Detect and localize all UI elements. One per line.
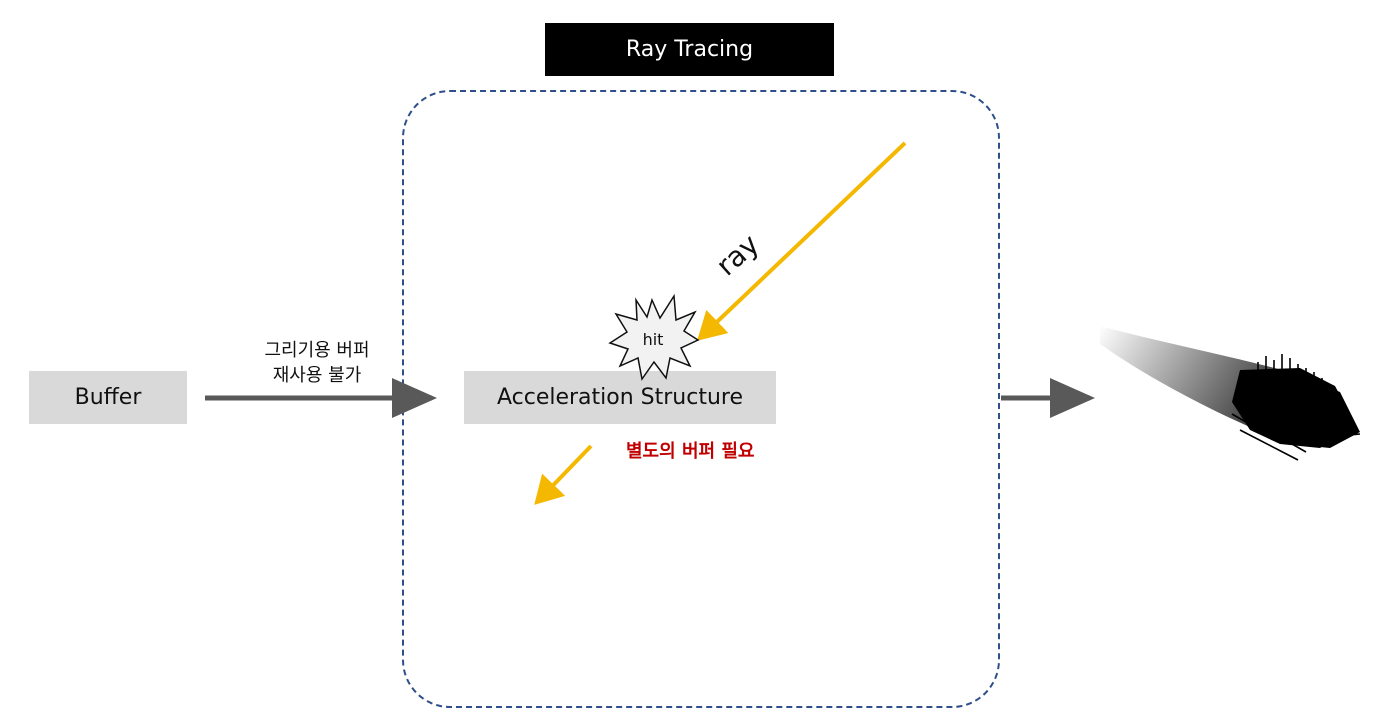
buffer-label: Buffer [74,385,142,410]
buffer-note-line-1: 그리기용 버퍼 [264,340,370,361]
acceleration-structure-box: Acceleration Structure [464,371,776,424]
ray-tracing-title: Ray Tracing [545,23,834,76]
acceleration-structure-label: Acceleration Structure [496,385,744,410]
ray-label: ray [710,228,766,283]
buffer-note: 그리기용 버퍼 재사용 불가 [232,338,402,388]
hit-label: hit [643,330,664,349]
rendered-output-image [1100,326,1361,461]
ray-arrow [697,141,907,341]
hit-burst-icon [608,293,700,381]
buffer-box: Buffer [29,371,187,424]
buffer-need-arrow [534,444,593,505]
buffer-note-line-2: 재사용 불가 [272,365,362,386]
need-buffer-label: 별도의 버퍼 필요 [626,441,755,462]
